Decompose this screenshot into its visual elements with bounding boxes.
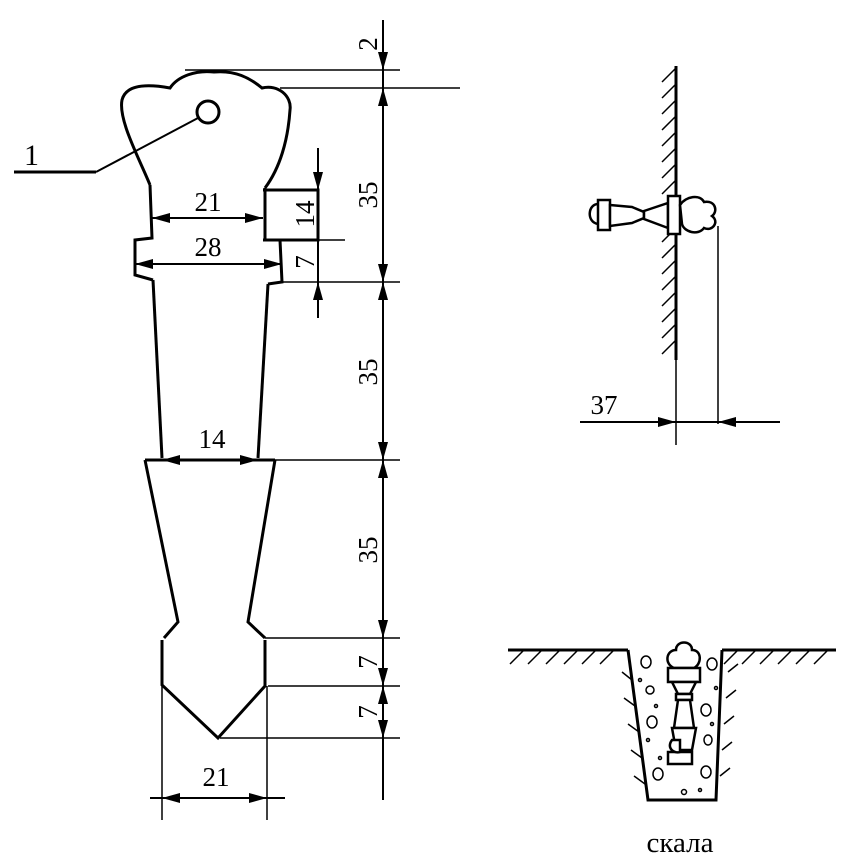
- side-anchor-plate: [596, 198, 612, 232]
- wedge-right-side: [246, 459, 277, 640]
- arrow-neck-width-left: [162, 455, 180, 465]
- dim-tip-width: 21: [203, 762, 230, 792]
- rock-filling: [637, 655, 719, 796]
- head-lower-left-side: [133, 184, 154, 282]
- ground-hatching: [509, 649, 829, 665]
- rock-anchor-tip: [668, 738, 682, 754]
- dim-shoulder-width: 28: [195, 232, 222, 262]
- arrow-shank-down: [378, 442, 388, 460]
- dim-neck-width: 14: [199, 424, 227, 454]
- wedge-left-side: [143, 459, 180, 639]
- rock-view: скала: [508, 641, 836, 859]
- arrow-wedge-up: [378, 460, 388, 478]
- eye-hole: [195, 99, 221, 125]
- wall-hatching: [661, 67, 677, 355]
- arrow-protrusion-right: [718, 417, 736, 427]
- arrow-shoulder-width-right: [264, 259, 282, 269]
- arrow-tip-up: [378, 686, 388, 704]
- arrow-lower-step-up: [313, 282, 323, 300]
- arrow-tip-shoulder-down: [378, 668, 388, 686]
- arrow-head-up: [378, 88, 388, 106]
- side-anchor-shank: [642, 201, 670, 230]
- arrow-head-width-right: [245, 213, 263, 223]
- rock-anchor-tip-plate: [666, 750, 694, 766]
- arrow-tip-down: [378, 720, 388, 738]
- arrow-shoulder-width-left: [135, 259, 153, 269]
- arrow-step-down: [313, 172, 323, 190]
- head-lower-right-side: [263, 188, 284, 286]
- hole-wall-hatching: [621, 663, 739, 785]
- arrow-tip-width-left: [162, 793, 180, 803]
- main-view: 1 2 35 35 35 7 7 14 7: [14, 20, 460, 820]
- dim-protrusion: 37: [591, 390, 618, 420]
- arrow-top-offset-down: [378, 52, 388, 70]
- shank-left-side: [151, 279, 164, 459]
- shank-right-side: [256, 283, 270, 459]
- label-leader-line: [95, 117, 199, 173]
- arrow-head-down: [378, 264, 388, 282]
- rock-caption: скала: [647, 827, 714, 859]
- dim-shoulder-step-height: 14: [290, 200, 320, 228]
- dim-shank-height: 35: [353, 359, 383, 386]
- rock-anchor-head: [666, 641, 701, 670]
- arrow-head-width-left: [152, 213, 170, 223]
- side-anchor-head: [678, 195, 717, 234]
- dim-head-width: 21: [195, 187, 222, 217]
- dim-lower-step-height: 7: [290, 255, 320, 269]
- arrow-neck-width-right: [240, 455, 258, 465]
- dim-top-offset: 2: [353, 37, 383, 51]
- hole-outline: [626, 649, 724, 802]
- side-anchor-wedge: [608, 203, 646, 228]
- arrow-shank-up: [378, 282, 388, 300]
- tip-outline: [160, 640, 267, 741]
- part-label: 1: [24, 139, 39, 172]
- anchor-head-outline: [120, 70, 292, 189]
- rock-anchor-collar: [666, 666, 702, 684]
- arrow-tip-width-right: [249, 793, 267, 803]
- dim-tip-shoulder-height: 7: [353, 655, 383, 669]
- rock-anchor-shank: [669, 680, 699, 696]
- dim-wedge-height: 35: [353, 537, 383, 564]
- rock-anchor-wedge: [672, 698, 696, 730]
- dim-tip-height: 7: [353, 705, 383, 719]
- dim-head-height: 35: [353, 182, 383, 209]
- side-view: 37: [580, 66, 780, 445]
- arrow-wedge-down: [378, 620, 388, 638]
- arrow-protrusion-left: [658, 417, 676, 427]
- side-anchor-collar: [666, 194, 682, 236]
